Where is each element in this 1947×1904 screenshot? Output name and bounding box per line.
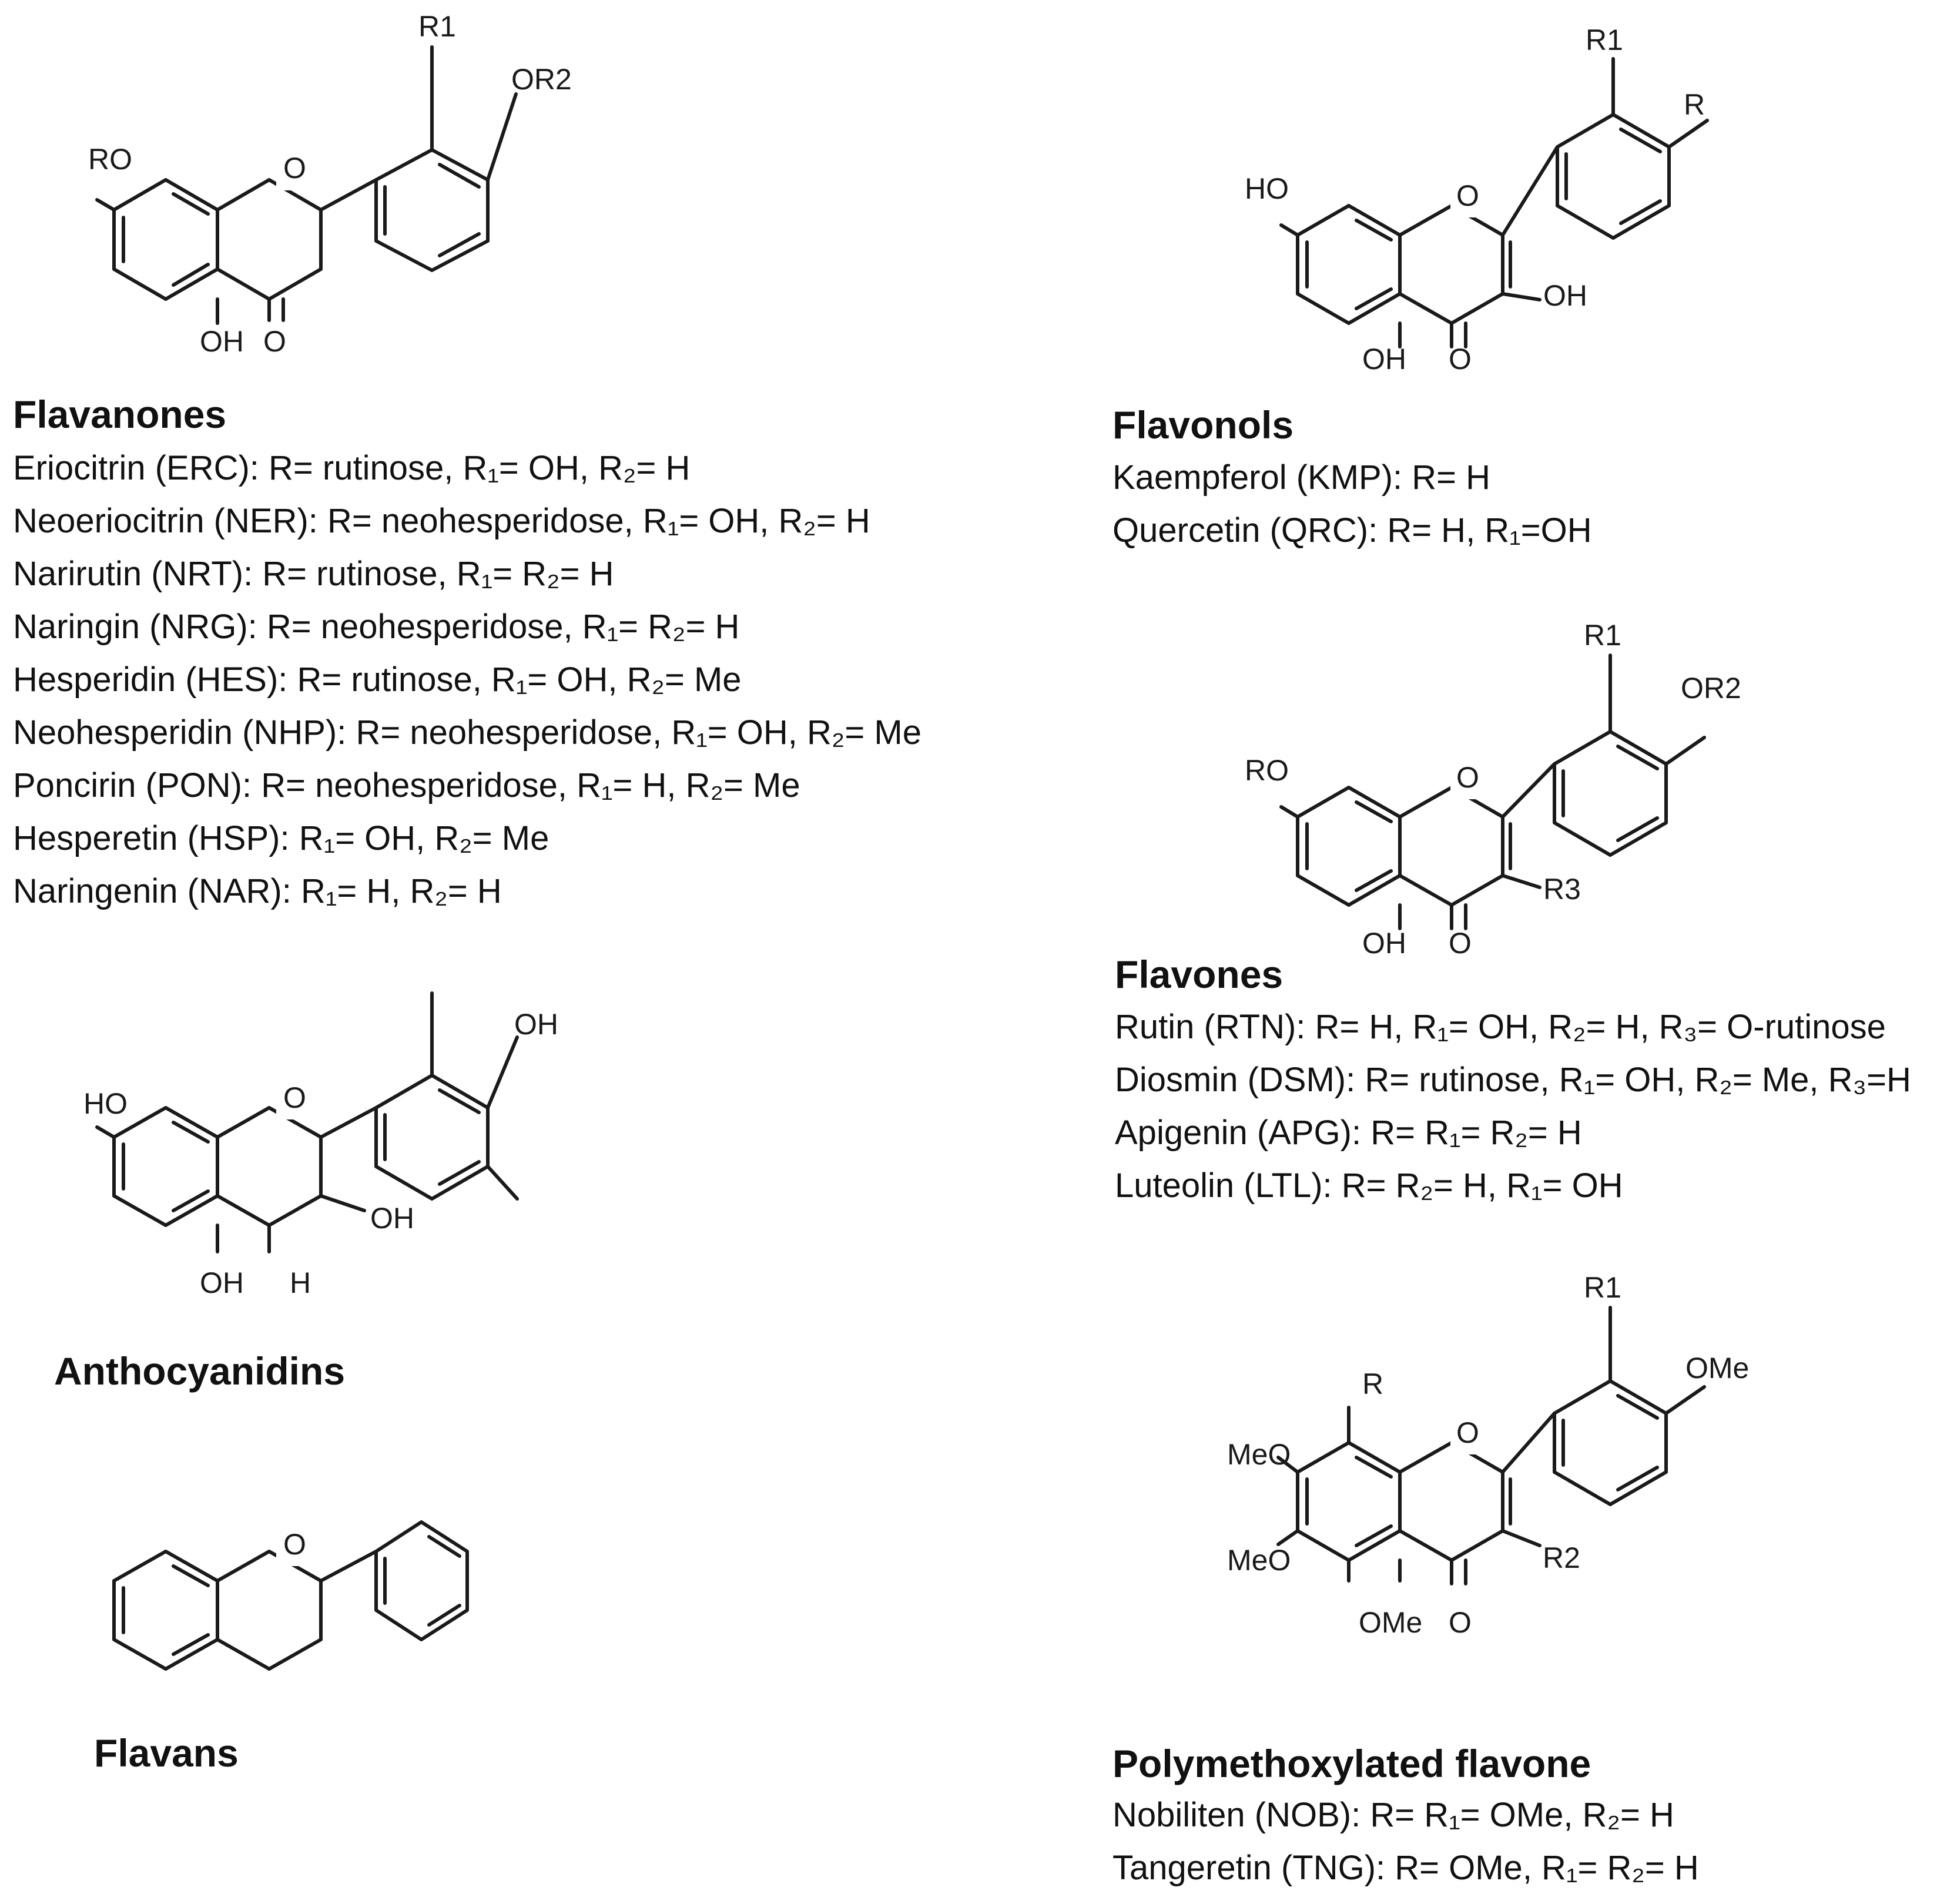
- flavonol-entry: Kaempferol (KMP): R= H: [1112, 458, 1491, 497]
- flavanone-entry: Narirutin (NRT): R= rutinose, R₁= R₂= H: [13, 555, 614, 593]
- pmf-title: Polymethoxylated flavone: [1112, 1742, 1591, 1785]
- anthocyanidins-section: Anthocyanidins: [54, 1352, 345, 1390]
- ho-label: HO: [83, 1087, 128, 1120]
- flavanone-entry: Hesperidin (HES): R= rutinose, R₁= OH, R…: [13, 661, 742, 699]
- h-label: H: [290, 1266, 311, 1299]
- ro-label: RO: [1245, 754, 1289, 787]
- oh-label: OH: [514, 1008, 558, 1041]
- flavones-title: Flavones: [1115, 953, 1284, 996]
- flavanone-entry: Hesperetin (HSP): R₁= OH, R₂= Me: [13, 819, 549, 857]
- ho-label: HO: [1245, 172, 1289, 205]
- flavan-structure: O: [112, 1520, 469, 1671]
- flavans-section: Flavans: [94, 1734, 239, 1772]
- ome-label: OMe: [1359, 1606, 1422, 1639]
- pmf-entry: Tangeretin (TNG): R= OMe, R₁= R₂= H: [1112, 1849, 1699, 1887]
- pmf-structure: O R MeO MeO OMe O R2 R1 OMe: [1227, 1271, 1749, 1639]
- flavanone-entry: Poncirin (PON): R= neohesperidose, R₁= H…: [13, 766, 800, 804]
- r3-label: R3: [1543, 873, 1581, 906]
- meo-label: MeO: [1227, 1438, 1291, 1471]
- flavone-entry: Apigenin (APG): R= R₁= R₂= H: [1115, 1114, 1582, 1152]
- flavanone-entry: Eriocitrin (ERC): R= rutinose, R₁= OH, R…: [13, 449, 691, 487]
- r-label: R: [1362, 1367, 1383, 1400]
- flavones-section: Flavones Rutin (RTN): R= H, R₁= OH, R₂= …: [1115, 955, 1911, 1212]
- flavonol-structure: O HO OH OH O R1 R: [1245, 24, 1709, 376]
- flavonols-title: Flavonols: [1112, 403, 1294, 447]
- flavone-entry: Luteolin (LTL): R= R₂= H, R₁= OH: [1115, 1166, 1623, 1205]
- r1-label: R1: [1586, 24, 1623, 56]
- or2-label: OR2: [511, 63, 572, 96]
- anthocyanidins-title: Anthocyanidins: [54, 1349, 346, 1393]
- ring-oxygen: O: [283, 1081, 306, 1114]
- oh-label: OH: [370, 1202, 414, 1235]
- ome-label: OMe: [1685, 1352, 1749, 1385]
- ring-oxygen: O: [1456, 179, 1479, 212]
- flavanones-section: Flavanones Eriocitrin (ERC): R= rutinose…: [13, 395, 921, 918]
- oh-label: OH: [1543, 279, 1587, 312]
- r1-label: R1: [1584, 619, 1621, 652]
- flavone-entry: Diosmin (DSM): R= rutinose, R₁= OH, R₂= …: [1115, 1061, 1911, 1099]
- pmf-section: Polymethoxylated flavone Nobiliten (NOB)…: [1112, 1744, 1699, 1895]
- ring-oxygen: O: [1456, 761, 1479, 794]
- flavonol-entry: Quercetin (QRC): R= H, R₁=OH: [1112, 511, 1592, 549]
- oh-label: OH: [1362, 927, 1406, 960]
- flavanone-entry: Neohesperidin (NHP): R= neohesperidose, …: [13, 713, 921, 752]
- flavanones-title: Flavanones: [13, 393, 227, 436]
- flavonols-section: Flavonols Kaempferol (KMP): R= H Quercet…: [1112, 405, 1592, 557]
- flavans-title: Flavans: [94, 1731, 239, 1775]
- flavone-entry: Rutin (RTN): R= H, R₁= OH, R₂= H, R₃= O-…: [1115, 1008, 1886, 1046]
- flavanone-structure: O RO OH O R1 OR2: [88, 10, 572, 358]
- carbonyl-oxygen: O: [1449, 343, 1472, 376]
- r1-label: R1: [1584, 1271, 1621, 1304]
- oh-label: OH: [200, 1266, 244, 1299]
- oh-label: OH: [1362, 343, 1406, 376]
- r2-label: R2: [1543, 1541, 1580, 1574]
- ring-oxygen: O: [283, 1528, 306, 1561]
- meo-label: MeO: [1227, 1544, 1291, 1577]
- oh-label: OH: [200, 325, 244, 358]
- flavanone-entry: Naringin (NRG): R= neohesperidose, R₁= R…: [13, 608, 740, 646]
- ro-label: RO: [88, 143, 132, 176]
- carbonyl-oxygen: O: [1449, 927, 1472, 960]
- r1-label: R1: [418, 10, 456, 43]
- anthocyanidin-structure: O HO OH H OH OH: [83, 991, 558, 1299]
- flavone-structure: O RO R3 OH O R1 OR2: [1245, 619, 1741, 960]
- or2-label: OR2: [1681, 672, 1741, 705]
- r-label: R: [1684, 88, 1705, 121]
- flavanone-entry: Neoeriocitrin (NER): R= neohesperidose, …: [13, 502, 870, 540]
- flavanone-entry: Naringenin (NAR): R₁= H, R₂= H: [13, 872, 502, 910]
- carbonyl-oxygen: O: [263, 325, 286, 358]
- carbonyl-oxygen: O: [1449, 1606, 1472, 1639]
- pmf-entry: Nobiliten (NOB): R= R₁= OMe, R₂= H: [1112, 1796, 1674, 1834]
- ring-oxygen: O: [1456, 1416, 1479, 1449]
- ring-oxygen: O: [283, 152, 306, 185]
